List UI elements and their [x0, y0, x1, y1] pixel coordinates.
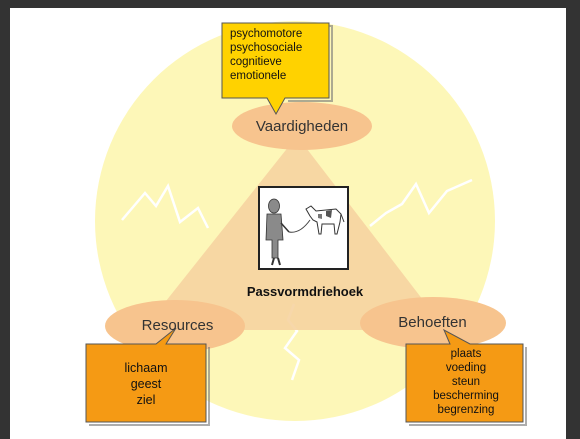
callout-left: lichaam geest ziel — [106, 360, 186, 408]
callout-top-item: emotionele — [230, 70, 287, 82]
ellipse-left — [105, 300, 245, 352]
callout-right-item: begrenzing — [437, 404, 495, 416]
callout-top-item: psychomotore — [230, 28, 303, 40]
callout-top: psychomotore psychosociale cognitieve em… — [230, 27, 326, 83]
crack-line-right — [369, 178, 473, 227]
callout-top-item: psychosociale — [230, 42, 303, 54]
callout-left-item: lichaam — [124, 361, 168, 375]
crack-line-left — [121, 183, 210, 229]
callout-right-item: steun — [451, 376, 481, 388]
node-label-vaardigheden: Vaardigheden — [255, 118, 349, 135]
node-label-behoeften: Behoeften — [398, 314, 467, 331]
callout-right-item: voeding — [445, 362, 487, 374]
node-label-resources: Resources — [141, 317, 214, 334]
diagram-canvas: psychomotore psychosociale cognitieve em… — [10, 8, 566, 439]
ellipse-top — [232, 102, 372, 150]
callout-right-shape — [405, 328, 527, 426]
callout-right: plaats voeding steun bescherming begrenz… — [410, 347, 522, 417]
callout-right-item: plaats — [450, 348, 482, 360]
diagram-title: Passvormdriehoek — [246, 284, 364, 299]
diagram-graphics — [85, 21, 527, 426]
ellipse-right — [360, 297, 506, 349]
callout-right-item: bescherming — [433, 390, 499, 402]
callout-top-item: cognitieve — [230, 56, 282, 68]
callout-left-item: ziel — [136, 393, 156, 407]
person-walking-horse-icon — [265, 198, 345, 266]
callout-top-shape — [221, 22, 333, 116]
callout-left-item: geest — [130, 377, 162, 391]
callout-left-shape — [85, 327, 210, 426]
